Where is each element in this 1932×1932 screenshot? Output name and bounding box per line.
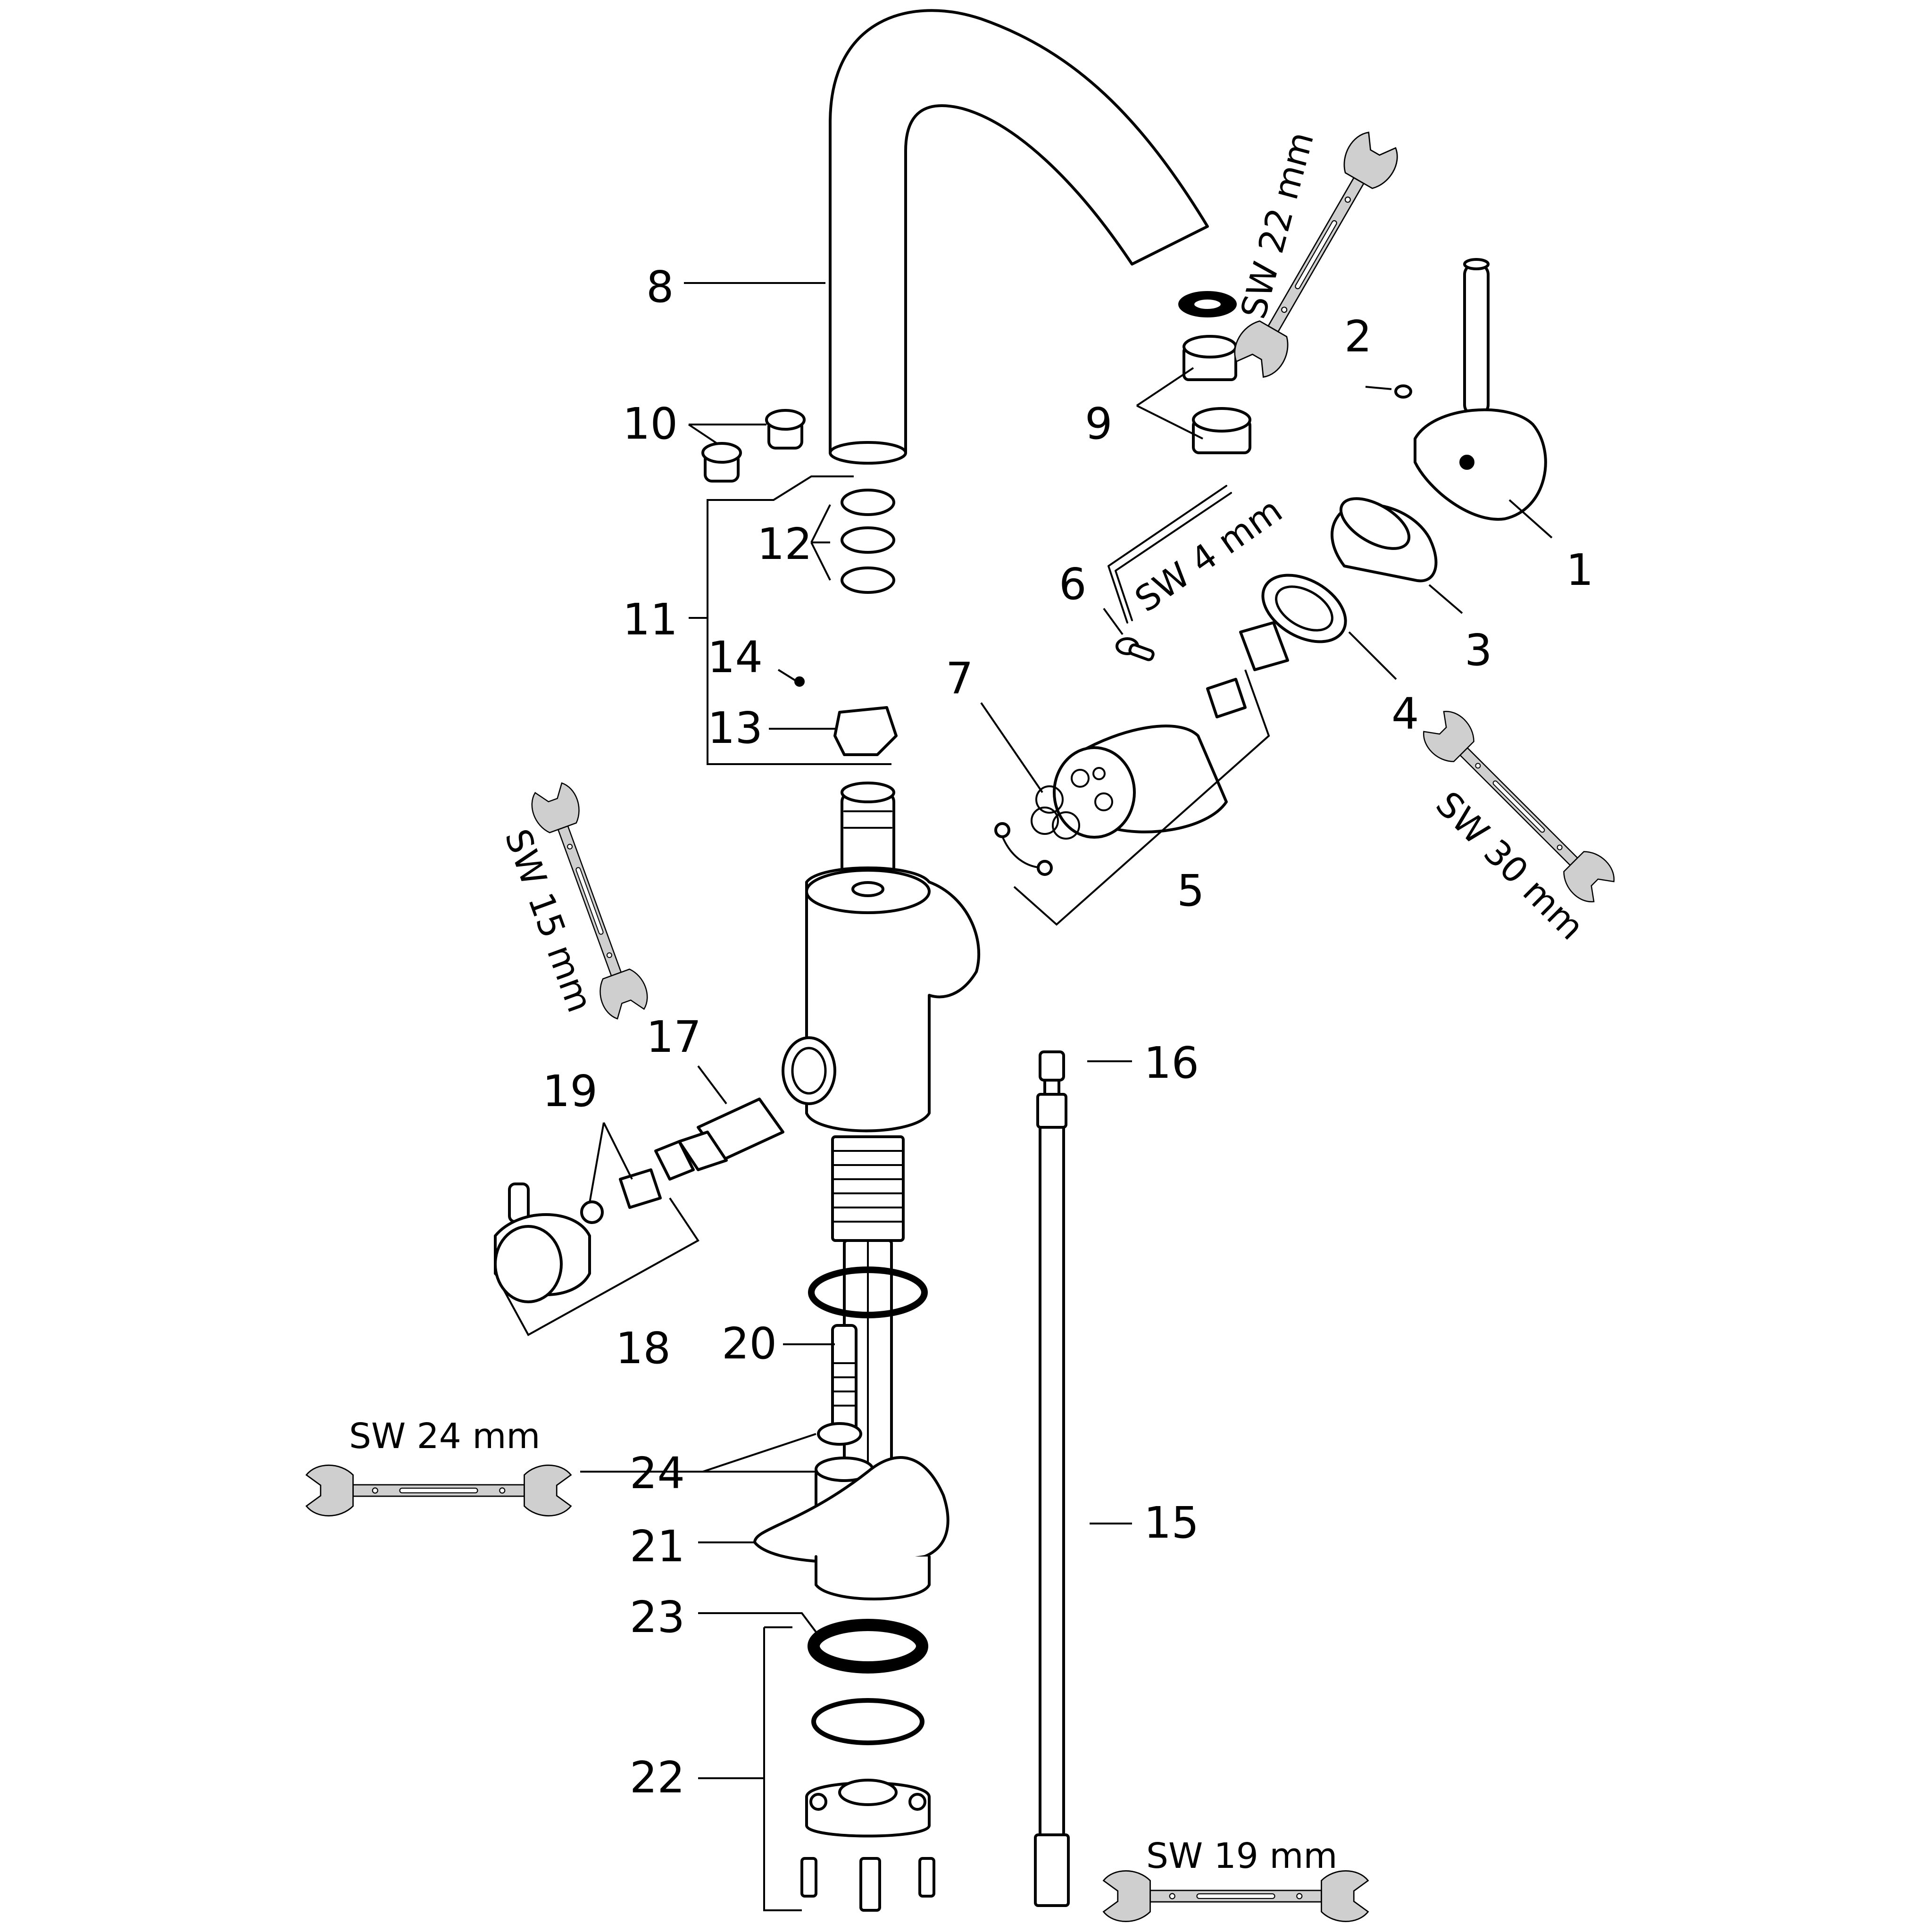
label-part-13: 13 (708, 703, 763, 753)
label-part-22: 22 (630, 1752, 685, 1803)
aerator-part-9 (1178, 291, 1251, 454)
label-part-20: 20 (722, 1318, 777, 1369)
cover-cap-part-3 (1331, 497, 1438, 583)
mixer-body (782, 782, 981, 1572)
o-rings-part-12 (841, 489, 895, 594)
label-part-5: 5 (1177, 866, 1205, 916)
label-sw24: SW 24 mm (349, 1416, 541, 1457)
label-part-21: 21 (630, 1521, 685, 1572)
lever-handle-part-1 (1414, 258, 1547, 521)
label-part-14: 14 (708, 632, 763, 683)
knob-part-18 (494, 1183, 591, 1303)
part-labels: 1 2 3 4 5 6 7 8 9 10 11 12 13 14 15 16 1… (542, 262, 1594, 1803)
label-part-9: 9 (1085, 399, 1113, 449)
hose-part-20 (831, 1324, 858, 1440)
label-part-10: 10 (623, 399, 678, 449)
hex-key-sw4 (1108, 485, 1232, 624)
label-part-24: 24 (630, 1448, 685, 1499)
label-part-1: 1 (1566, 545, 1594, 595)
grub-screw-part-2 (1394, 384, 1412, 399)
screw-part-14 (794, 676, 805, 687)
label-sw30: SW 30 mm (1428, 784, 1592, 948)
base-plate-part-21 (753, 1456, 949, 1600)
label-part-23: 23 (630, 1592, 685, 1642)
label-part-6: 6 (1059, 559, 1087, 609)
label-part-3: 3 (1465, 625, 1492, 675)
wrench-sw19 (1103, 1870, 1369, 1923)
grub-screw-part-19 (580, 1168, 662, 1224)
label-part-19: 19 (542, 1066, 598, 1116)
label-part-15: 15 (1144, 1498, 1199, 1548)
wrench-sw24 (306, 1464, 572, 1517)
label-sw22: SW 22 mm (1233, 128, 1322, 323)
label-sw19: SW 19 mm (1146, 1836, 1338, 1876)
cartridge-part-5 (1053, 621, 1289, 839)
screw-part-6 (1116, 637, 1155, 661)
nut-part-13 (833, 706, 898, 756)
ring-nut-part-4 (1261, 574, 1347, 643)
seal-part-23 (808, 1619, 928, 1674)
label-part-2: 2 (1344, 311, 1372, 362)
label-part-17: 17 (646, 1012, 701, 1062)
seals-part-7 (994, 785, 1080, 876)
o-ring-body (808, 1266, 928, 1318)
label-part-12: 12 (757, 519, 812, 569)
label-part-4: 4 (1391, 689, 1419, 739)
label-part-11: 11 (623, 594, 678, 645)
label-part-7: 7 (946, 653, 974, 704)
mounting-set-part-22 (800, 1698, 935, 1912)
label-part-18: 18 (616, 1323, 671, 1374)
label-part-16: 16 (1144, 1038, 1199, 1088)
valve-part-17 (654, 1098, 784, 1181)
insert-part-10 (701, 409, 806, 483)
label-part-8: 8 (646, 262, 674, 312)
leader-lines (499, 282, 1553, 1911)
label-sw15: SW 15 mm (497, 824, 600, 1017)
flexible-hose-part-15 (1034, 1050, 1070, 1907)
spout (829, 9, 1209, 465)
